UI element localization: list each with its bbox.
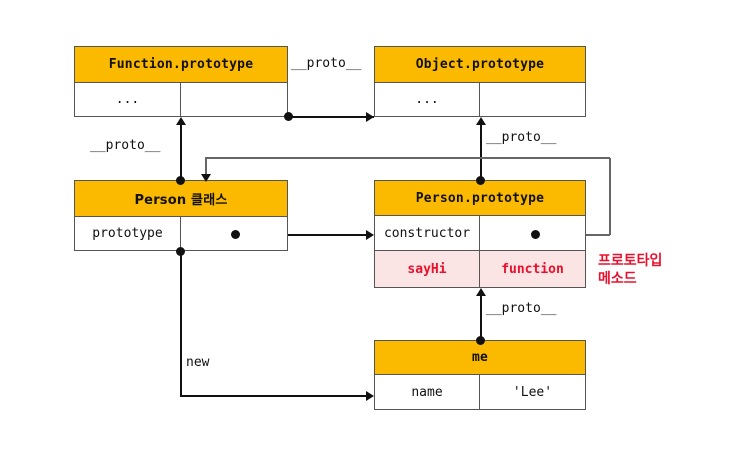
node-function-prototype-value (181, 83, 287, 116)
node-me-value: 'Lee' (512, 384, 553, 400)
node-function-prototype[interactable]: Function.prototype ... (74, 46, 288, 117)
annotation-prototype-method: 프로토타입 메소드 (598, 253, 663, 288)
edge-personproto-objproto-source-dot (476, 176, 485, 185)
edge-new-seg-right (180, 395, 367, 397)
node-function-prototype-key: ... (75, 83, 181, 116)
edge-constructor-personclass-seg-up (609, 158, 611, 235)
node-person-prototype-title: Person.prototype (375, 181, 585, 216)
node-me-title: me (375, 341, 585, 375)
edge-new-arrowhead (366, 391, 374, 401)
edge-label-me-personproto: __proto__ (484, 301, 559, 316)
edge-constructor-personclass-source-dot (531, 230, 540, 239)
edge-personclass-fnproto-source-dot (176, 176, 185, 185)
edge-label-new: new (184, 355, 212, 370)
edge-personclass-fnproto-arrowhead (176, 117, 186, 125)
edge-personproto-objproto-line (480, 120, 482, 180)
edge-prototype-personproto-arrowhead (366, 230, 374, 240)
edge-personproto-objproto-arrowhead (476, 117, 486, 125)
node-me-key: name (375, 375, 480, 409)
edge-constructor-personclass-seg-down (205, 157, 207, 177)
node-object-prototype-title: Object.prototype (375, 47, 585, 83)
edge-personclass-fnproto-line (180, 120, 182, 180)
node-object-prototype-key: ... (375, 83, 480, 116)
edge-prototype-personproto-source-dot (231, 230, 240, 239)
node-me[interactable]: me name 'Lee' (374, 340, 586, 410)
node-person-prototype-row-constructor: constructor (375, 216, 585, 251)
edge-new-seg-down (180, 251, 182, 396)
edge-constructor-personclass-seg-left (205, 157, 610, 159)
node-person-prototype-sayhi-key: sayHi (375, 251, 480, 287)
node-object-prototype-row: ... (375, 83, 585, 116)
node-function-prototype-title: Function.prototype (75, 47, 287, 83)
edge-label-personproto-objproto: __proto__ (484, 130, 559, 145)
edge-prototype-personproto-line (235, 234, 367, 236)
node-me-row: name 'Lee' (375, 375, 585, 409)
edge-me-personproto-line (480, 291, 482, 340)
edge-me-personproto-arrowhead (476, 288, 486, 296)
node-person-prototype-row-sayhi: sayHi function (375, 251, 585, 287)
node-object-prototype-value (480, 83, 585, 116)
node-person-class-key: prototype (75, 217, 181, 250)
edge-fnproto-objproto-source-dot (284, 112, 293, 121)
edge-label-fnproto-objproto: __proto__ (289, 56, 364, 71)
node-person-class-row: prototype (75, 217, 287, 250)
edge-constructor-personclass-arrowhead (201, 174, 211, 182)
edge-label-personclass-fnproto: __proto__ (88, 138, 163, 153)
node-person-class-title: Person 클래스 (75, 181, 287, 217)
edge-new-source-dot (176, 247, 185, 256)
node-person-prototype-sayhi-value: function (501, 261, 564, 277)
edge-fnproto-objproto-arrowhead (366, 112, 374, 122)
node-function-prototype-row: ... (75, 83, 287, 116)
node-person-prototype-constructor-key: constructor (375, 216, 480, 250)
edge-fnproto-objproto-line (288, 116, 374, 118)
edge-me-personproto-source-dot (476, 336, 485, 345)
node-person-prototype[interactable]: Person.prototype constructor sayHi funct… (374, 180, 586, 288)
node-person-class[interactable]: Person 클래스 prototype (74, 180, 288, 251)
node-object-prototype[interactable]: Object.prototype ... (374, 46, 586, 117)
